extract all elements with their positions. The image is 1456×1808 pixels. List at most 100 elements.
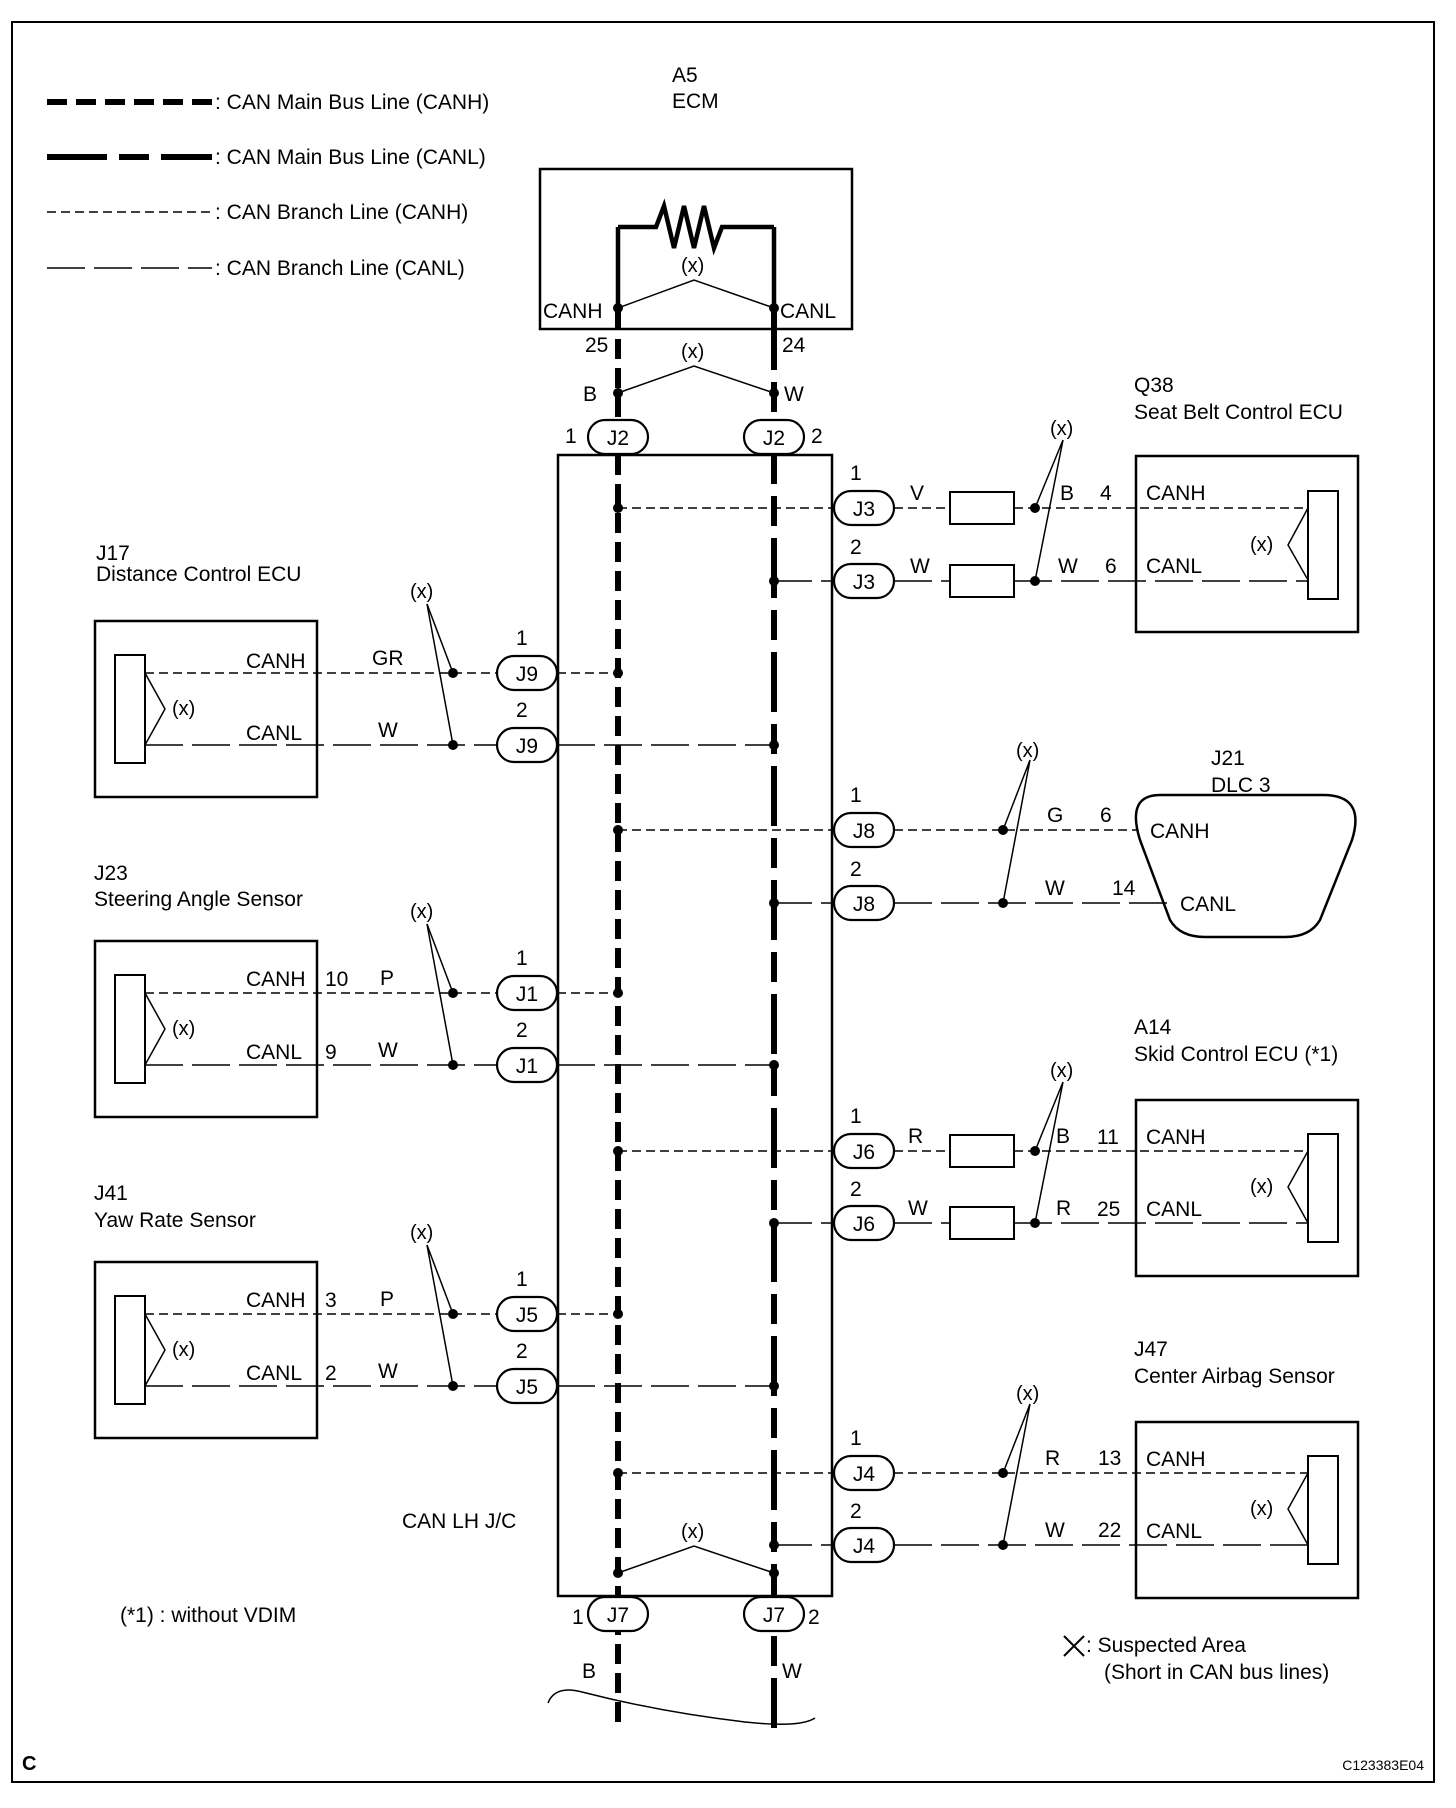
airbag-code: J47 (1134, 1338, 1168, 1361)
skid-ecu-canh-pin: 11 (1097, 1126, 1119, 1149)
main-bus-marker-bottom-label: (x) (681, 1521, 704, 1543)
steering-canh-label: CANH (246, 968, 306, 991)
legend: : CAN Main Bus Line (CANH) : CAN Main Bu… (47, 91, 489, 280)
seat-belt-canl-jc-pin: 2 (850, 536, 862, 559)
dlc-connector-outline (1134, 793, 1357, 939)
jc-bottom-connector-canl (742, 1595, 806, 1633)
yaw-canl-splice (769, 1381, 779, 1391)
skid-canh-wire-color-ecu: B (1056, 1125, 1070, 1148)
airbag-box (1134, 1420, 1360, 1600)
seat-belt-canh-splice (613, 503, 623, 513)
suspected-area-line2: (Short in CAN bus lines) (1104, 1661, 1329, 1684)
legend-branch-canh-label: : CAN Branch Line (CANH) (215, 201, 468, 224)
ecm-marker-label: (x) (681, 255, 704, 277)
dlc-canl-splice (769, 898, 779, 908)
ecm-canh-label: CANH (543, 300, 603, 323)
skid-canh-jc-pin: 1 (850, 1105, 862, 1128)
yaw-internal-marker-label: (x) (172, 1339, 195, 1361)
distance-ecu-box (93, 619, 319, 799)
seat-belt-canl-splice (769, 576, 779, 586)
yaw-canh-splice (613, 1309, 623, 1319)
yaw-canl-wire-color: W (378, 1360, 398, 1383)
skid-ecu-canl-label: CANL (1146, 1198, 1202, 1221)
dlc-canl-connector-label: J8 (853, 893, 875, 916)
seat-belt-ecu-internal-marker-label: (x) (1250, 534, 1273, 556)
skid-canh-resistor-block (949, 1134, 1015, 1168)
diagram-frame (11, 21, 1435, 1783)
jc-bottom-pin-left: 1 (572, 1606, 584, 1629)
airbag-canh-wire-color: R (1045, 1447, 1060, 1470)
skid-canl-splice (769, 1218, 779, 1228)
steering-canl-jc-pin: 2 (516, 1019, 528, 1042)
footnote-without-vdim: (*1) : without VDIM (120, 1604, 296, 1627)
airbag-internal-marker-label: (x) (1250, 1498, 1273, 1520)
yaw-internal-marker (144, 1313, 166, 1387)
ecm-canl-pin: 24 (782, 334, 806, 357)
jc-bottom-pin-right: 2 (808, 1606, 820, 1629)
dlc-canh-wire-color: G (1047, 804, 1063, 827)
skid-short-marker (1034, 1081, 1064, 1224)
seat-belt-canh-resistor-block (949, 491, 1015, 525)
dlc-name: DLC 3 (1211, 774, 1271, 797)
main-bus-short-marker-bottom (617, 1545, 775, 1574)
steering-canh-connector-label: J1 (516, 983, 538, 1006)
seat-belt-ecu-code: Q38 (1134, 374, 1174, 397)
seat-belt-ecu-canh-pin: 4 (1100, 482, 1112, 505)
main-bus-short-marker-top (617, 365, 775, 394)
airbag-short-marker (1002, 1403, 1031, 1546)
seat-belt-ecu-canl-pin: 6 (1105, 555, 1117, 578)
dlc3-group: J21 DLC 3 CANH CANL J8 J8 1 2 G W 6 14 (… (613, 740, 1357, 939)
dlc-canl-label: CANL (1180, 893, 1236, 916)
dlc-canl-jc-pin: 2 (850, 858, 862, 881)
ecm-canh-pin: 25 (585, 334, 608, 357)
steering-canl-pin: 9 (325, 1041, 337, 1064)
skid-ecu-canl-pin: 25 (1097, 1198, 1120, 1221)
ecm-terminating-resistor (618, 198, 774, 256)
steering-canl-wire-color: W (378, 1039, 398, 1062)
yaw-transceiver (114, 1295, 146, 1405)
airbag-canh-pin: 13 (1098, 1447, 1121, 1470)
yaw-canl-label: CANL (246, 1362, 302, 1385)
main-canh-junction-bottom (613, 1568, 623, 1578)
distance-ecu-internal-marker (144, 672, 166, 746)
corner-letter: C (22, 1753, 36, 1775)
distance-canl-wire-color: W (378, 719, 398, 742)
steering-short-marker (426, 923, 454, 1066)
distance-ecu-code: J17 (96, 542, 130, 565)
seat-belt-canl-resistor-block (949, 564, 1015, 598)
seat-belt-canh-jc-pin: 1 (850, 462, 862, 485)
jc-bottom-wire-left: B (582, 1660, 596, 1683)
skid-canl-connector-label: J6 (853, 1213, 875, 1236)
seat-belt-control-ecu-group: Q38 Seat Belt Control ECU (x) CANH CANL … (613, 374, 1360, 634)
steering-canh-splice (613, 988, 623, 998)
steering-angle-sensor-group: J23 Steering Angle Sensor (x) CANH CANL … (93, 862, 779, 1119)
airbag-canl-label: CANL (1146, 1520, 1202, 1543)
seat-belt-canl-wire-color: W (910, 555, 930, 578)
steering-canl-splice (769, 1060, 779, 1070)
suspected-area-x-icon (1063, 1635, 1085, 1657)
airbag-name: Center Airbag Sensor (1134, 1365, 1335, 1388)
distance-canl-jc-pin: 2 (516, 699, 528, 722)
airbag-internal-marker (1287, 1472, 1309, 1546)
steering-short-marker-label: (x) (410, 901, 433, 923)
suspected-area-line1: : Suspected Area (1086, 1634, 1246, 1657)
distance-canl-splice (769, 740, 779, 750)
yaw-box (93, 1260, 319, 1440)
dlc-canh-connector-label: J8 (853, 820, 875, 843)
ecm-canl-wire: W (784, 383, 804, 406)
legend-branch-canl-label: : CAN Branch Line (CANL) (215, 257, 465, 280)
main-canl-junction-bottom (769, 1568, 779, 1578)
skid-canh-wire-color: R (908, 1125, 923, 1148)
steering-canh-pin: 10 (325, 968, 348, 991)
ecm-canh-wire: B (583, 383, 597, 406)
steering-internal-marker-label: (x) (172, 1018, 195, 1040)
jc-top-connector-canl (742, 418, 806, 456)
seat-belt-ecu-box (1134, 454, 1360, 634)
dlc-canl-wire-color: W (1045, 877, 1065, 900)
dlc-canh-splice (613, 825, 623, 835)
yaw-canh-pin: 3 (325, 1289, 337, 1312)
ecm-canl-label: CANL (780, 300, 836, 323)
dlc-canh-label: CANH (1150, 820, 1210, 843)
jc-top-connector-canh-label: J2 (607, 427, 629, 450)
skid-canl-wire-color: W (908, 1197, 928, 1220)
